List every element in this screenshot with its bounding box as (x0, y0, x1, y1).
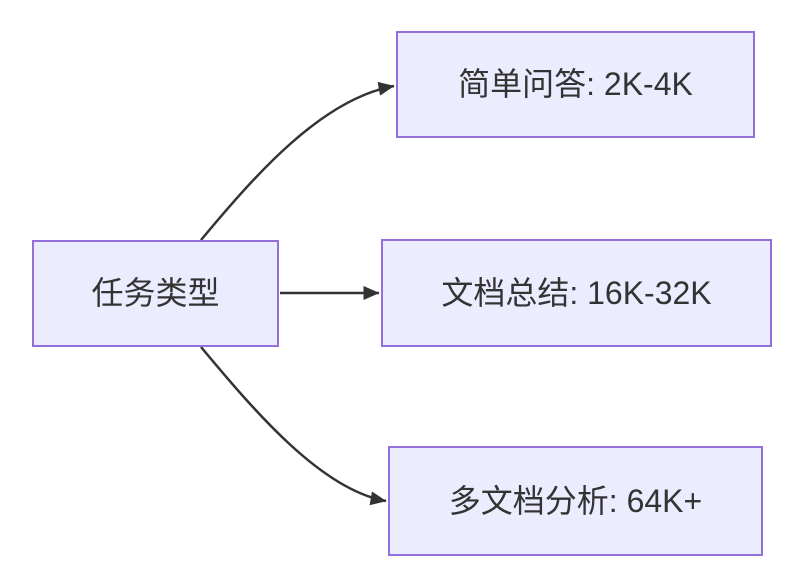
node-simple-qa-label: 简单问答: 2K-4K (458, 66, 693, 103)
node-doc-summary: 文档总结: 16K-32K (381, 239, 772, 347)
node-simple-qa: 简单问答: 2K-4K (396, 31, 755, 138)
node-multidoc-analysis: 多文档分析: 64K+ (388, 446, 763, 556)
edge-root-to-multidoc-analysis (200, 346, 387, 506)
node-task-type-label: 任务类型 (91, 275, 220, 312)
edge-root-to-simple-qa (200, 81, 395, 241)
node-doc-summary-label: 文档总结: 16K-32K (441, 274, 712, 311)
node-task-type: 任务类型 (32, 240, 279, 347)
node-multidoc-analysis-label: 多文档分析: 64K+ (448, 482, 703, 519)
